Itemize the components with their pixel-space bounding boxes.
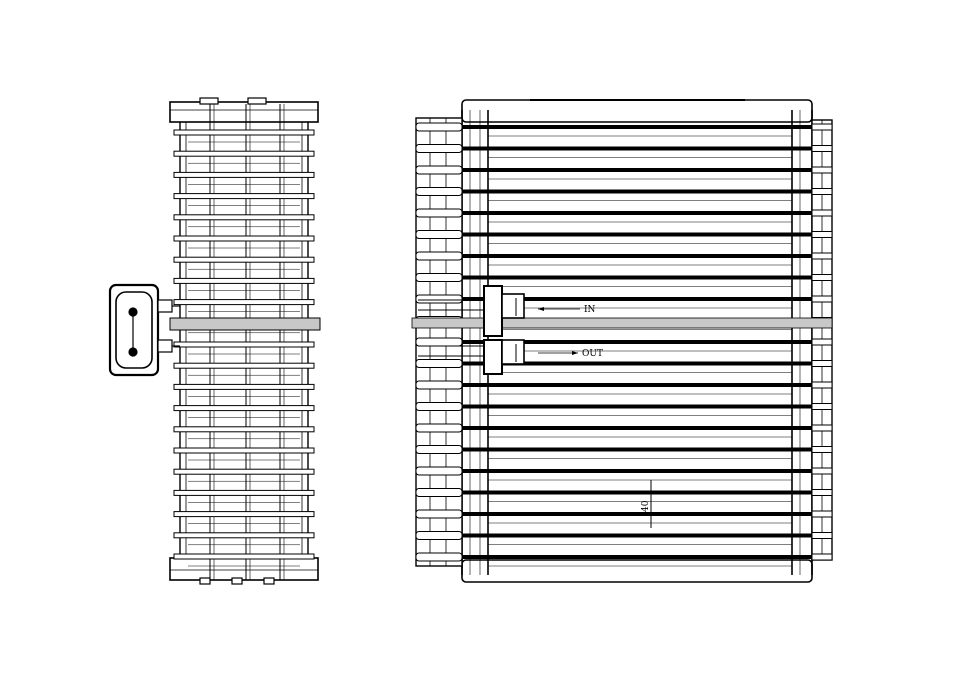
front-right-rib xyxy=(811,424,833,432)
front-right-rib xyxy=(811,403,833,410)
side-fin xyxy=(173,193,315,200)
side-top-tank xyxy=(169,101,319,123)
front-tube xyxy=(462,189,812,194)
front-right-rib xyxy=(811,188,833,195)
dimension-label: 40 xyxy=(641,500,651,512)
front-tube xyxy=(462,254,812,258)
front-tank-rib xyxy=(415,208,463,218)
front-tank-rib xyxy=(415,380,463,390)
front-tank-rib xyxy=(415,273,463,282)
front-right-rib xyxy=(811,231,833,238)
side-fin xyxy=(173,235,315,242)
front-tank-rib xyxy=(415,144,463,153)
front-right-rib xyxy=(811,360,833,367)
side-fin xyxy=(173,256,315,263)
front-tank-rib xyxy=(415,230,463,239)
side-fin xyxy=(173,511,315,518)
front-right-rib xyxy=(811,209,833,217)
front-tube xyxy=(462,211,812,215)
front-right-rib xyxy=(811,381,833,389)
front-tube xyxy=(462,555,812,559)
front-tube xyxy=(462,490,812,495)
side-fin xyxy=(173,341,315,348)
front-tube xyxy=(462,447,812,452)
front-tube xyxy=(462,146,812,151)
front-tank-rib xyxy=(415,423,463,433)
front-tube xyxy=(462,232,812,237)
front-tank-rib xyxy=(415,122,463,132)
in-label: IN xyxy=(584,305,596,315)
front-right-rib xyxy=(811,338,833,346)
side-fin xyxy=(173,405,315,412)
side-fin xyxy=(173,553,315,560)
side-fin xyxy=(173,171,315,178)
front-tank-rib xyxy=(415,294,463,304)
front-tube xyxy=(462,512,812,516)
front-right-rib xyxy=(811,553,833,561)
side-fin xyxy=(173,468,315,475)
front-tube xyxy=(462,426,812,430)
front-tube xyxy=(462,404,812,409)
side-fin xyxy=(173,362,315,369)
front-tube xyxy=(462,125,812,129)
front-right-rib xyxy=(811,274,833,281)
front-right-rib xyxy=(811,532,833,539)
side-fin xyxy=(173,299,315,306)
front-tank-rib xyxy=(415,445,463,454)
side-fin xyxy=(173,447,315,454)
front-tank-rib xyxy=(415,552,463,562)
front-tank-rib xyxy=(415,251,463,261)
side-fin xyxy=(173,277,315,284)
side-fin xyxy=(173,129,315,136)
front-bottom-plate xyxy=(461,559,813,583)
side-fin xyxy=(173,489,315,496)
front-right-rib xyxy=(811,467,833,475)
front-tank-rib xyxy=(415,531,463,540)
out-label: OUT xyxy=(582,349,603,359)
front-tube xyxy=(462,168,812,172)
side-view xyxy=(108,97,321,585)
front-right-rib xyxy=(811,123,833,131)
front-right-rib xyxy=(811,489,833,496)
front-right-rib xyxy=(811,252,833,260)
front-right-rib xyxy=(811,145,833,152)
front-tank-rib xyxy=(415,359,463,368)
front-tank-rib xyxy=(415,165,463,175)
side-connector xyxy=(108,283,180,377)
side-fin xyxy=(173,214,315,221)
side-fin xyxy=(173,426,315,433)
front-tube xyxy=(462,275,812,280)
side-fins xyxy=(173,129,315,567)
side-fin xyxy=(173,383,315,390)
front-tube xyxy=(462,297,812,301)
side-fin xyxy=(173,150,315,157)
front-tank-rib xyxy=(415,337,463,347)
front-tube xyxy=(462,383,812,387)
front-tube xyxy=(462,340,812,344)
side-bottom-tank xyxy=(169,557,319,581)
front-tube xyxy=(462,469,812,473)
front-right-rib xyxy=(811,446,833,453)
front-tube xyxy=(462,533,812,538)
front-tubes xyxy=(415,122,833,567)
front-top-plate xyxy=(461,99,813,123)
front-tank-rib xyxy=(415,187,463,196)
front-tube xyxy=(462,361,812,366)
inlet-outlet-fittings xyxy=(418,285,525,375)
front-tank-rib xyxy=(415,466,463,476)
front-right-rib xyxy=(811,166,833,174)
front-tank-rib xyxy=(415,488,463,497)
side-fin xyxy=(173,532,315,539)
front-tank-rib xyxy=(415,402,463,411)
front-tank-rib xyxy=(415,509,463,519)
front-view xyxy=(411,99,833,583)
front-right-rib xyxy=(811,295,833,303)
front-right-rib xyxy=(811,510,833,518)
